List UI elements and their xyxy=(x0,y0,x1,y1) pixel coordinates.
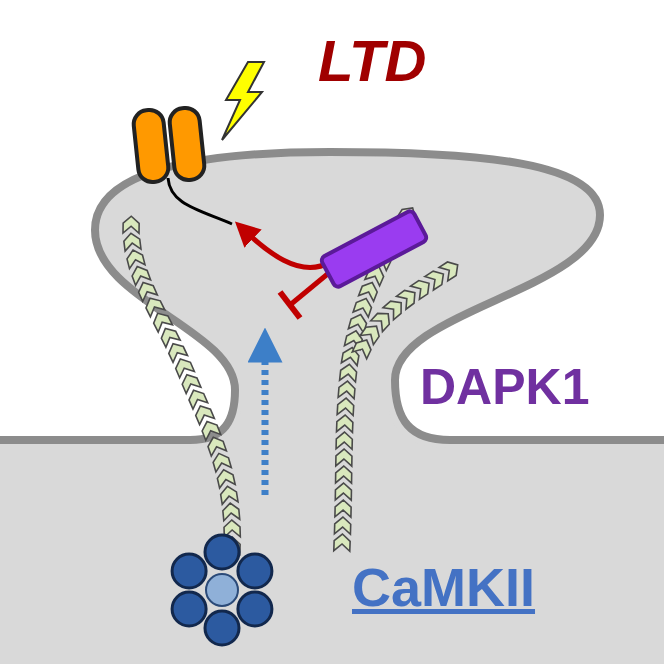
actin-subunit xyxy=(222,502,240,520)
actin-subunit xyxy=(337,398,354,416)
actin-subunit xyxy=(353,296,374,317)
phosphorylation-arrow xyxy=(244,230,330,268)
actin-subunit xyxy=(410,277,433,300)
actin-subunit xyxy=(206,435,227,456)
actin-subunit xyxy=(371,308,394,331)
spine-interior xyxy=(0,390,664,664)
actin-subunit xyxy=(220,485,238,504)
kinase-subunit xyxy=(205,535,239,569)
actin-subunit xyxy=(166,340,188,362)
kinase-subunit xyxy=(238,554,272,588)
actin-subunit xyxy=(123,232,141,251)
actin-subunit xyxy=(130,264,151,285)
actin-subunit xyxy=(336,415,353,433)
actin-subunit xyxy=(143,295,165,317)
actin-subunit xyxy=(335,500,351,517)
actin-subunit xyxy=(340,363,358,382)
actin-subunit xyxy=(200,419,221,441)
spine-membrane xyxy=(0,152,664,664)
actin-subunit xyxy=(211,451,231,472)
actin-subunit xyxy=(186,387,207,409)
actin-subunit xyxy=(334,517,350,534)
lightning-bolt xyxy=(222,62,264,140)
actin-subunit xyxy=(158,325,180,347)
actin-subunit xyxy=(383,297,406,320)
actin-subunit xyxy=(193,403,214,425)
actin-subunit xyxy=(125,248,145,268)
actin-subunit xyxy=(336,449,352,466)
ltd-label: LTD xyxy=(318,32,426,90)
actin-subunit xyxy=(173,356,194,378)
actin-subunit xyxy=(336,466,352,483)
kinase-subunit xyxy=(172,554,206,588)
camkii-holoenzyme xyxy=(172,535,272,645)
actin-subunit xyxy=(150,310,172,332)
actin-subunit xyxy=(360,322,383,345)
actin-subunit xyxy=(359,280,380,302)
actin-subunit xyxy=(123,216,139,233)
actin-subunit xyxy=(336,432,352,449)
nmda-receptor xyxy=(132,107,232,224)
camkii-label: CaMKII xyxy=(352,560,535,614)
kinase-subunit xyxy=(238,592,272,626)
actin-subunit xyxy=(338,380,355,398)
actin-subunit xyxy=(425,267,448,290)
actin-subunit xyxy=(136,279,158,301)
actin-subunit xyxy=(439,258,462,281)
camkii-translocation-arrow xyxy=(262,345,269,495)
actin-subunit xyxy=(179,372,200,394)
dapk1-protein xyxy=(320,210,428,289)
actin-subunit xyxy=(216,468,235,488)
dapk1-label: DAPK1 xyxy=(420,362,589,412)
actin-subunit xyxy=(334,534,351,552)
kinase-subunit xyxy=(205,611,239,645)
inhibition-symbol xyxy=(280,272,330,318)
actin-subunit xyxy=(335,483,351,500)
actin-filaments xyxy=(123,204,462,555)
actin-subunit xyxy=(396,286,419,309)
actin-subunit xyxy=(352,337,374,359)
kinase-subunit xyxy=(172,592,206,626)
